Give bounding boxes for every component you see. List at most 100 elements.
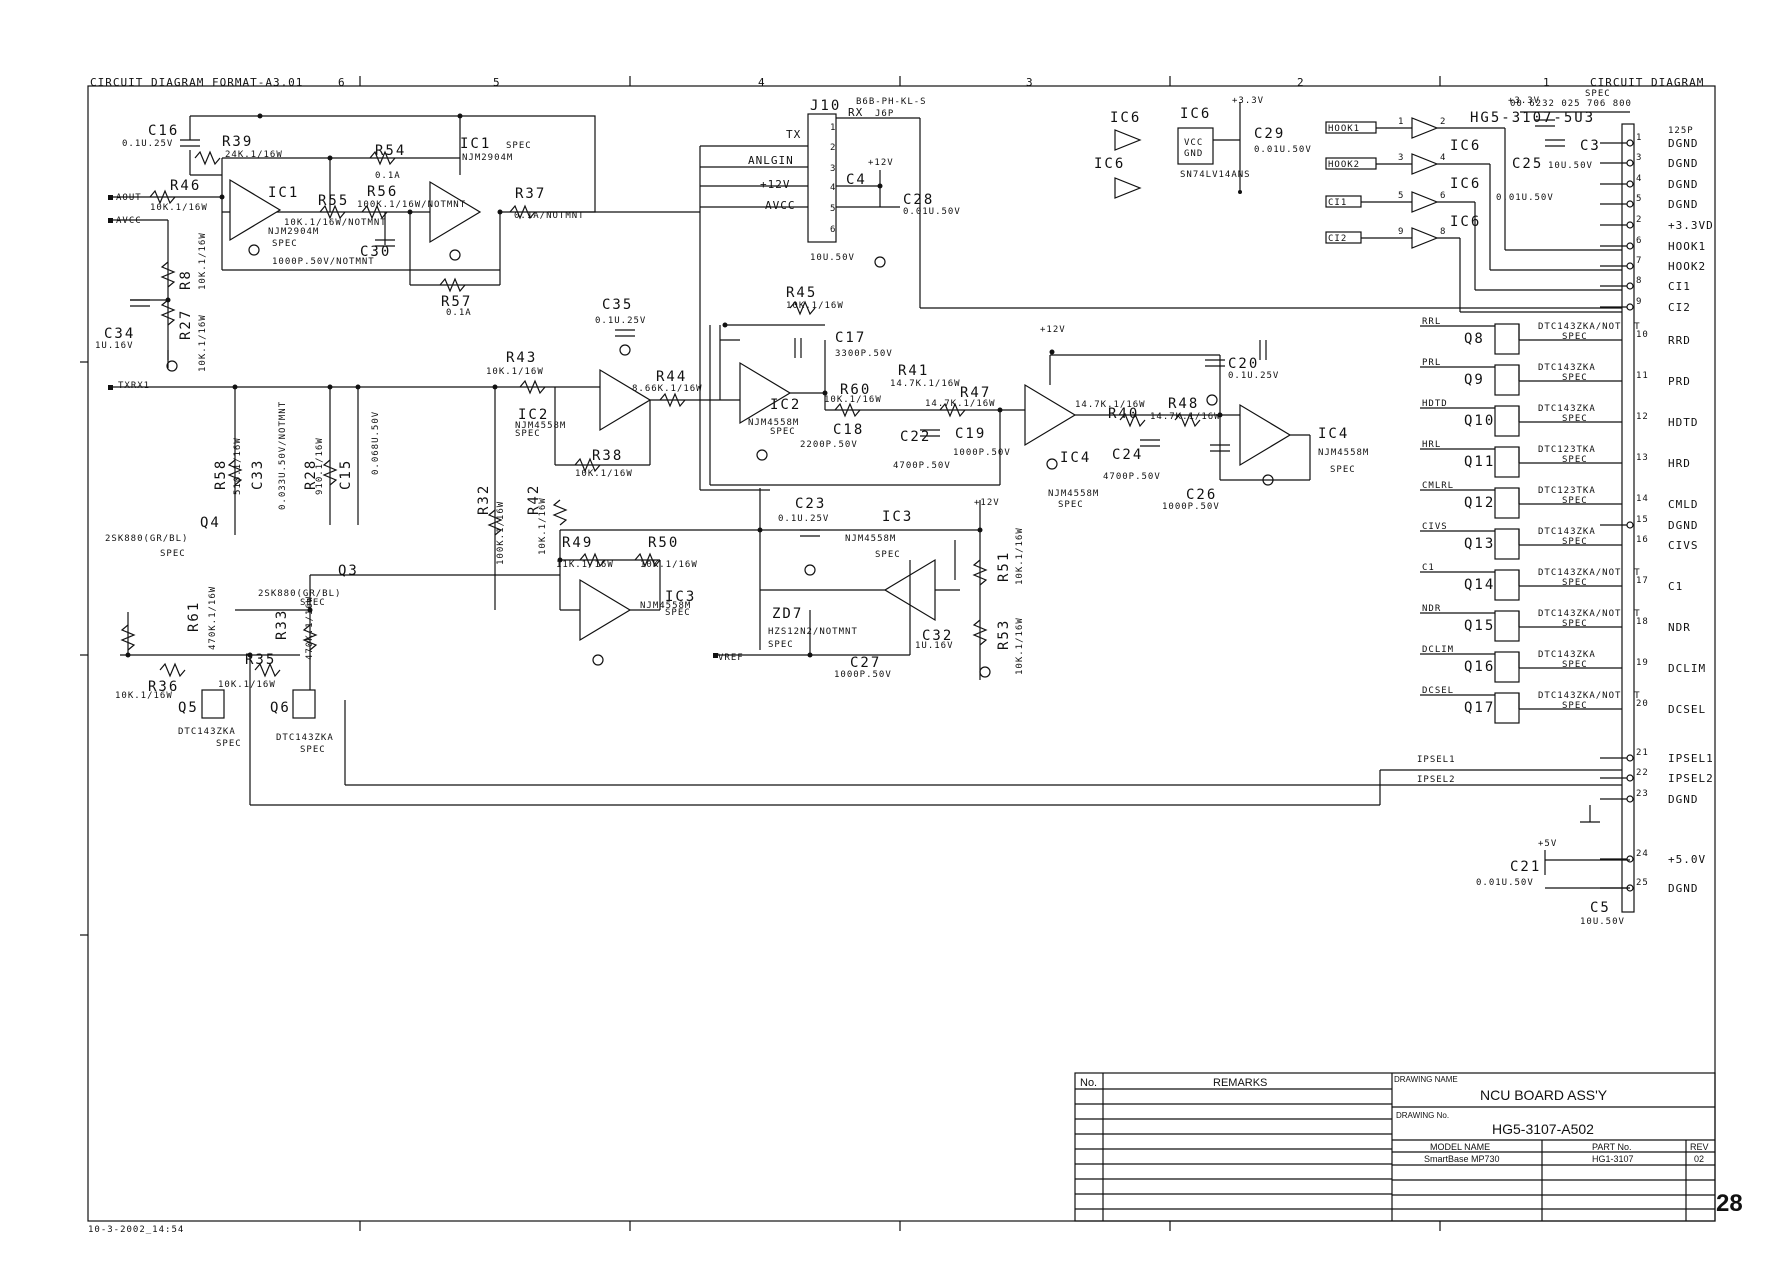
ic2a-spec: SPEC — [515, 429, 541, 439]
c29-value: 0.01U.50V — [1254, 145, 1312, 155]
connector-pin-label: HOOK1 — [1668, 240, 1706, 253]
transistor-symbol — [1494, 487, 1520, 519]
q4-ref: Q4 — [200, 515, 221, 531]
r28-value: 910.1/16W — [315, 437, 325, 495]
r49-ref: R49 — [562, 535, 593, 551]
connector-pin-dot — [1626, 282, 1634, 290]
row-out-label: PRD — [1668, 375, 1691, 388]
j10-anlgin: ANLGIN — [748, 154, 794, 167]
row-net-label: RRL — [1422, 317, 1441, 327]
j10-12v-rail: +12V — [868, 158, 894, 168]
j10-part: B6B-PH-KL-S — [856, 97, 927, 107]
connector-pin-number: 9 — [1636, 297, 1642, 307]
vref-net: VREF — [718, 653, 744, 663]
q3-part: 2SK880(GR/BL) — [258, 589, 341, 599]
j10-pin-numbers: 1 2 3 4 5 6 — [830, 123, 836, 235]
zone-label: 2 — [1297, 76, 1305, 89]
row-q-ref: Q16 — [1464, 659, 1495, 675]
c24-ref: C24 — [1112, 447, 1143, 463]
row-net-label: DCLIM — [1422, 645, 1454, 655]
p5v-label: +5V — [1538, 839, 1557, 849]
j10-pin: 3 — [830, 164, 836, 174]
r43-ref: R43 — [506, 350, 537, 366]
j10-pin: 2 — [830, 143, 836, 153]
tb-drawing-name-label: DRAWING NAME — [1394, 1075, 1458, 1084]
transistor-symbol — [1494, 528, 1520, 560]
r40-ref: R40 — [1108, 406, 1139, 422]
row-q-ref: Q14 — [1464, 577, 1495, 593]
row-out-label: HDTD — [1668, 416, 1699, 429]
c15-ref: C15 — [338, 459, 354, 490]
ic6-top-ref: IC6 — [1180, 106, 1211, 122]
connector-pin-dot — [1626, 795, 1634, 803]
connector-pin-number: 1 — [1636, 133, 1642, 143]
connector-pin-label: IPSEL1 — [1668, 752, 1714, 765]
ic6-3v3: +3.3V — [1232, 96, 1264, 106]
connector-pin-number: 4 — [1636, 174, 1642, 184]
c3-ref: C3 — [1580, 138, 1601, 154]
ic6-pin-out: 4 — [1440, 153, 1446, 163]
connector-pin-dot — [1626, 180, 1634, 188]
connector-pin-label: DGND — [1668, 793, 1699, 806]
c23-ref: C23 — [795, 496, 826, 512]
q6-spec: SPEC — [300, 745, 326, 755]
connector-pin-label: IPSEL2 — [1668, 772, 1714, 785]
ic2a-ref: IC2 — [518, 407, 549, 423]
cn-spec: SPEC — [1585, 89, 1611, 99]
connector-pin-number: 25 — [1636, 878, 1649, 888]
connector-pin-label: DGND — [1668, 882, 1699, 895]
row-net-label: CIVS — [1422, 522, 1448, 532]
tb-model-name-label: MODEL NAME — [1430, 1142, 1490, 1152]
connector-pin: 21 IPSEL1 — [1600, 748, 1714, 765]
q4-spec: SPEC — [160, 549, 186, 559]
ic3a-spec: SPEC — [665, 608, 691, 618]
tb-rev-label: REV — [1690, 1142, 1709, 1152]
ic4a-spec: SPEC — [1058, 500, 1084, 510]
row-net-label: PRL — [1422, 358, 1441, 368]
ic4-12v-rail: +12V — [1040, 325, 1066, 335]
c4-ref: C4 — [846, 172, 867, 188]
r61-value: 470K.1/16W — [208, 586, 218, 650]
connector-pin-number: 2 — [1636, 215, 1642, 225]
c30-ref: C30 — [360, 244, 391, 260]
j10-ref: J10 — [810, 98, 841, 114]
q3-ref: Q3 — [338, 563, 359, 579]
ic3a-ref: IC3 — [665, 589, 696, 605]
connector-pin-number: 15 — [1636, 515, 1649, 525]
c30-value: 1000P.50V/NOTMNT — [272, 257, 375, 267]
row-pin-number: 19 — [1636, 658, 1649, 668]
connector-pin-dot — [1626, 159, 1634, 167]
row-out-label: RRD — [1668, 334, 1691, 347]
connector-pin-number: 21 — [1636, 748, 1649, 758]
c21-ref: C21 — [1510, 859, 1541, 875]
r32-value: 100K.1/16W — [496, 501, 506, 565]
title-block: No. REMARKS DRAWING NAME NCU BOARD ASS'Y… — [1074, 1072, 1716, 1222]
row-q-spec: SPEC — [1562, 455, 1588, 465]
cn-part: 00 6232 025 706 800 — [1510, 99, 1632, 109]
r39-value: 24K.1/16W — [225, 150, 283, 160]
connector-pin-label: CI2 — [1668, 301, 1691, 314]
row-q-ref: Q10 — [1464, 413, 1495, 429]
connector-pin-dot — [1626, 242, 1634, 250]
c26-value: 1000P.50V — [1162, 502, 1220, 512]
row-out-label: CMLD — [1668, 498, 1699, 511]
connector-pin: 24+5.0V — [1600, 849, 1705, 866]
connector-pin-label: DGND — [1668, 198, 1699, 211]
c25-value: 0.01U.50V — [1496, 193, 1554, 203]
r57-value: 0.1A — [446, 308, 472, 318]
r48-ref: R48 — [1168, 396, 1199, 412]
c16-ref: C16 — [148, 123, 179, 139]
connector-pin-number: 23 — [1636, 789, 1649, 799]
c22-value: 4700P.50V — [893, 461, 951, 471]
j10-pin: 1 — [830, 123, 836, 133]
ic6-pin-in: 3 — [1398, 153, 1404, 163]
row-q-part: DTC143ZKA — [1538, 363, 1596, 373]
r37-value: 0.1A/NOTMNT — [514, 211, 585, 221]
ic6-pin-in: 5 — [1398, 191, 1404, 201]
